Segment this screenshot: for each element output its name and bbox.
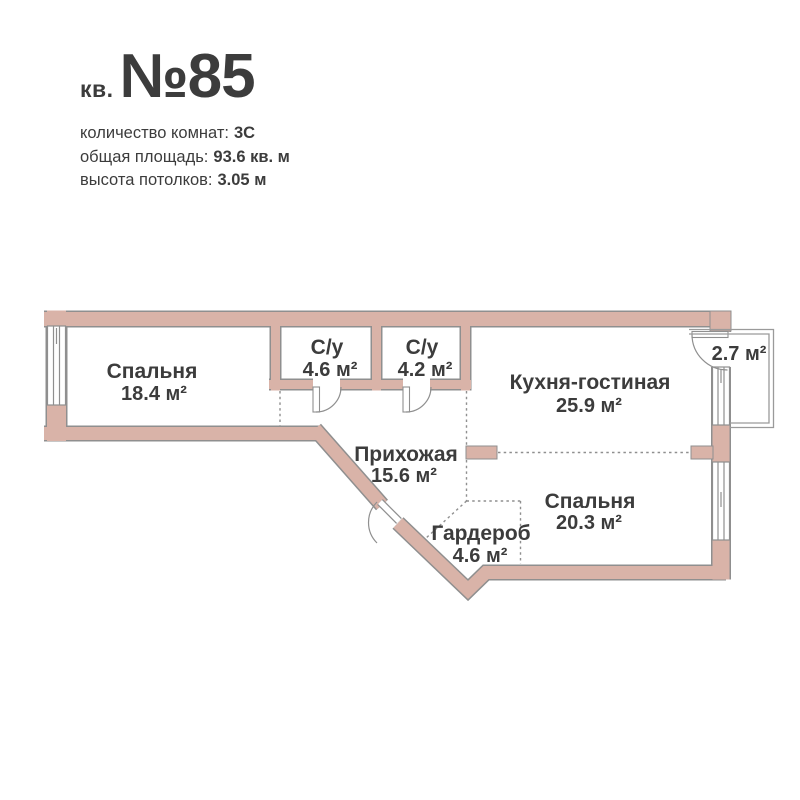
boundary-wardrobe-diagonal (424, 500, 467, 540)
room-label-hallway-area: 15.6 м² (371, 465, 437, 487)
detail-rooms-count: количество комнат:3С (80, 124, 290, 143)
room-label-bedroom-1-name: Спальня (107, 360, 198, 383)
apartment-header: кв. №85 количество комнат:3С общая площа… (80, 46, 290, 190)
door-entrance (367, 499, 402, 544)
detail-ceiling-height: высота потолков:3.05 м (80, 171, 290, 190)
room-label-kitchen-living-name: Кухня-гостиная (510, 371, 671, 394)
apartment-details: количество комнат:3С общая площадь:93.6 … (80, 124, 290, 190)
room-label-wardrobe-name: Гардероб (431, 522, 530, 545)
detail-value: 3С (233, 124, 256, 142)
room-label-hallway-name: Прихожая (354, 443, 458, 466)
detail-value: 93.6 кв. м (213, 147, 290, 166)
zone-boundaries (279, 391, 690, 564)
door-bathroom-1 (312, 386, 342, 413)
apartment-title: кв. №85 (80, 46, 290, 108)
wall-fills (44, 310, 731, 600)
apartment-label: кв. (80, 76, 114, 102)
apartment-number: №85 (119, 42, 256, 111)
detail-label: количество комнат: (80, 124, 229, 142)
room-label-bathroom-1-name: С/у (311, 336, 344, 359)
window-bedroom-1 (46, 325, 67, 406)
room-label-bedroom-1-area: 18.4 м² (121, 383, 187, 405)
windows (46, 325, 731, 541)
room-label-bathroom-2-area: 4.2 м² (398, 359, 453, 381)
room-label-kitchen-living-area: 25.9 м² (556, 395, 622, 417)
room-label-balcony-area: 2.7 м² (712, 343, 767, 365)
room-label-bedroom-2-name: Спальня (545, 490, 636, 513)
room-label-bedroom-2-area: 20.3 м² (556, 512, 622, 534)
window-kitchen (711, 366, 731, 426)
detail-value: 3.05 м (217, 171, 267, 189)
room-label-wardrobe-area: 4.6 м² (453, 545, 508, 567)
door-bathroom-2 (402, 386, 432, 413)
detail-total-area: общая площадь:93.6 кв. м (80, 148, 290, 167)
window-bedroom-2 (711, 461, 731, 541)
balcony-corner-wall (709, 310, 732, 332)
balcony-outline (689, 328, 775, 429)
room-label-bathroom-2-name: С/у (406, 336, 439, 359)
detail-label: высота потолков: (80, 171, 213, 189)
balcony-door-opening (710, 332, 732, 367)
room-labels: Спальня 18.4 м² С/у 4.6 м² С/у 4.2 м² Ку… (107, 336, 767, 567)
wall-stubs (465, 310, 732, 460)
room-label-bathroom-1-area: 4.6 м² (303, 359, 358, 381)
divider-stub-left (465, 445, 498, 460)
detail-label: общая площадь: (80, 147, 209, 166)
divider-stub-right (690, 445, 714, 460)
